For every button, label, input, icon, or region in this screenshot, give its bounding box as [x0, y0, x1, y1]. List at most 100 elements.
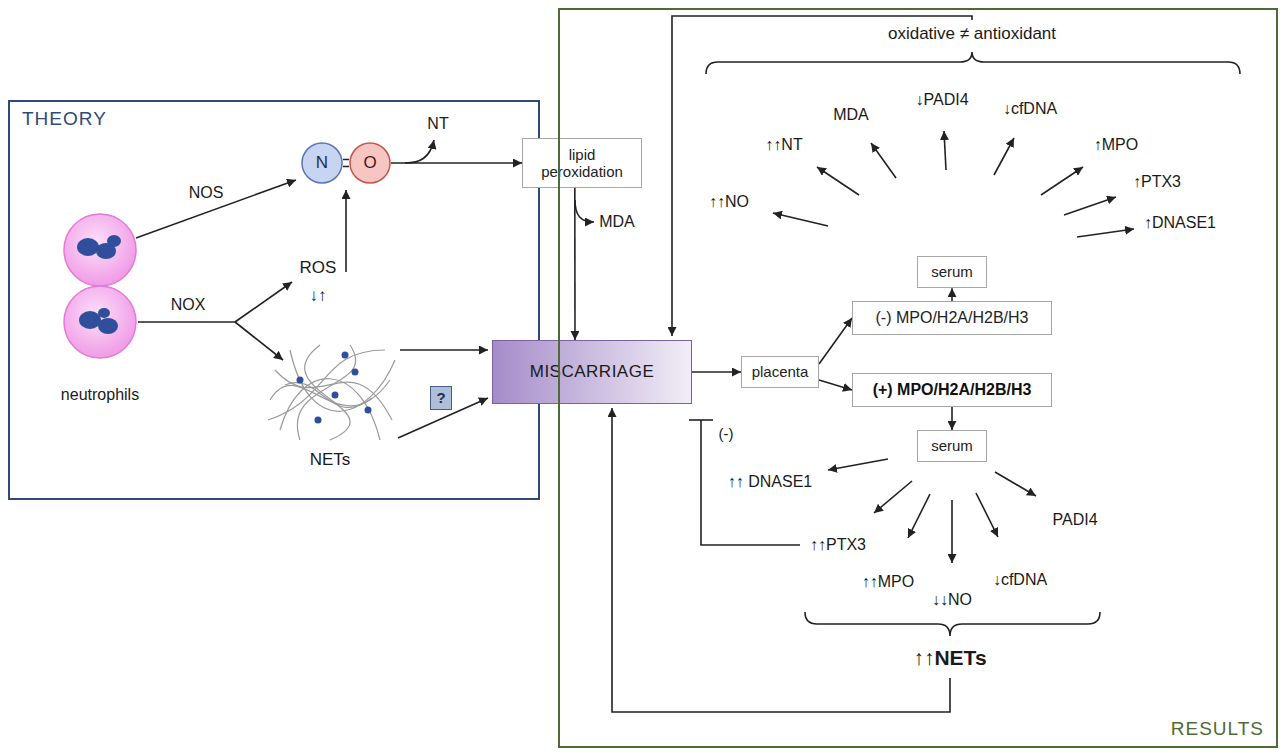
- net-granule: [332, 392, 339, 399]
- arrow: [944, 131, 946, 170]
- marker-label: (+) MPO/H2A/H2B/H3: [873, 381, 1032, 399]
- label-text: ↑↑MPO: [862, 573, 914, 591]
- arrow: [235, 322, 283, 360]
- arrow: [136, 180, 296, 238]
- label-text: ↑↑NO: [709, 193, 749, 211]
- arrow: [995, 472, 1036, 496]
- net-strand: [285, 383, 372, 408]
- label-text: (-): [719, 425, 734, 442]
- arrow: [874, 481, 912, 513]
- sample-box: serum: [917, 430, 987, 462]
- atom-symbol: N: [316, 153, 328, 173]
- connector-arrow: [819, 318, 852, 364]
- arrow: [908, 494, 930, 538]
- label-text: MDA: [599, 213, 635, 231]
- label-text: ↓cfDNA: [993, 571, 1047, 589]
- arrow: [575, 200, 594, 222]
- arrow: [976, 493, 998, 537]
- connector-arrow: [951, 288, 953, 301]
- label-text: ↑↑ DNASE1: [728, 473, 812, 491]
- label-text: ↓↑: [310, 286, 327, 306]
- label-text: PADI4: [1052, 511, 1097, 529]
- panel-title: RESULTS: [1171, 718, 1264, 740]
- atom-circle: N: [301, 142, 343, 184]
- process-label: lipid peroxidation: [530, 146, 634, 181]
- inhibition-bar: [689, 419, 713, 421]
- arrow: [871, 143, 896, 178]
- label-text: NOS: [189, 184, 224, 202]
- arrow: [828, 459, 888, 470]
- label-text: MDA: [833, 106, 869, 124]
- nox-trunk: [138, 321, 235, 323]
- curly-bracket: [805, 612, 1100, 636]
- sample-box: placenta: [741, 356, 819, 388]
- theory-panel: THEORY N O?: [8, 100, 540, 500]
- label-text: ↓PADI4: [915, 91, 968, 109]
- neutrophils: [64, 214, 136, 358]
- sample-label: placenta: [752, 363, 809, 380]
- neutrophil-cell: [64, 286, 136, 358]
- label-text: ↑↑PTX3: [810, 536, 866, 554]
- label-text: NETs: [310, 450, 351, 470]
- label-text: ↑↑NT: [765, 136, 802, 154]
- plain-lines: [138, 52, 1240, 636]
- net-granule: [352, 369, 359, 376]
- arrow: [400, 349, 488, 351]
- label-text: ↑PTX3: [1133, 173, 1181, 191]
- label-text: neutrophils: [61, 386, 139, 404]
- neutrophil-nucleus: [77, 238, 99, 256]
- label-text: ↑DNASE1: [1144, 214, 1216, 232]
- label-text: ROS: [300, 258, 337, 278]
- neutrophil-nucleus: [98, 308, 110, 318]
- curly-bracket: [706, 52, 1240, 74]
- neutrophil-cell: [64, 214, 136, 286]
- connector-arrow: [574, 188, 576, 340]
- atom-circle: O: [349, 142, 391, 184]
- label-text: NOX: [171, 296, 206, 314]
- arrow: [1077, 229, 1134, 237]
- arrow: [773, 213, 828, 226]
- connector-arrow: [692, 371, 741, 373]
- sample-box: serum: [917, 256, 987, 288]
- arrow: [994, 138, 1014, 175]
- marker-label: (-) MPO/H2A/H2B/H3: [876, 309, 1029, 327]
- neutrophil-nucleus: [79, 311, 101, 329]
- label-text: ↓cfDNA: [1003, 100, 1057, 118]
- net-strand: [305, 345, 350, 440]
- net-granule: [315, 417, 322, 424]
- double-bond: [343, 160, 349, 167]
- label-text: ↑↑NETs: [913, 646, 986, 670]
- outcome-box: MISCARRIAGE: [492, 340, 692, 404]
- arrow: [951, 500, 953, 563]
- arrow: [345, 190, 347, 272]
- arrow: [817, 167, 859, 195]
- results-panel: RESULTS placenta (-) MPO/H2A/H2B/H3 (+) MPO…: [558, 8, 1278, 748]
- marker-box: (+) MPO/H2A/H2B/H3: [852, 373, 1052, 407]
- question-mark: ?: [436, 389, 445, 406]
- panel-title: THEORY: [22, 108, 107, 130]
- sample-label: serum: [931, 263, 973, 280]
- net-strand: [275, 370, 392, 420]
- atom-symbol: O: [363, 153, 376, 173]
- connector-arrow: [819, 380, 852, 390]
- marker-box: (-) MPO/H2A/H2B/H3: [852, 301, 1052, 334]
- net-granule: [365, 407, 372, 414]
- net-strand: [268, 350, 385, 420]
- atom-outline: [302, 143, 342, 183]
- atom-outline: [350, 143, 390, 183]
- outcome-label: MISCARRIAGE: [530, 362, 655, 382]
- neutrophil-nucleus: [98, 318, 118, 334]
- arrow: [235, 282, 292, 322]
- label-text: ↑MPO: [1094, 136, 1138, 154]
- nets-granules: [297, 352, 372, 424]
- net-granule: [342, 352, 349, 359]
- neutrophil-nucleus: [107, 235, 121, 247]
- nets-tangle: [268, 345, 395, 440]
- question-box: ?: [430, 386, 452, 410]
- arrow: [405, 140, 434, 163]
- sample-label: serum: [931, 437, 973, 454]
- connector-arrow: [951, 407, 953, 430]
- net-granule: [297, 377, 304, 384]
